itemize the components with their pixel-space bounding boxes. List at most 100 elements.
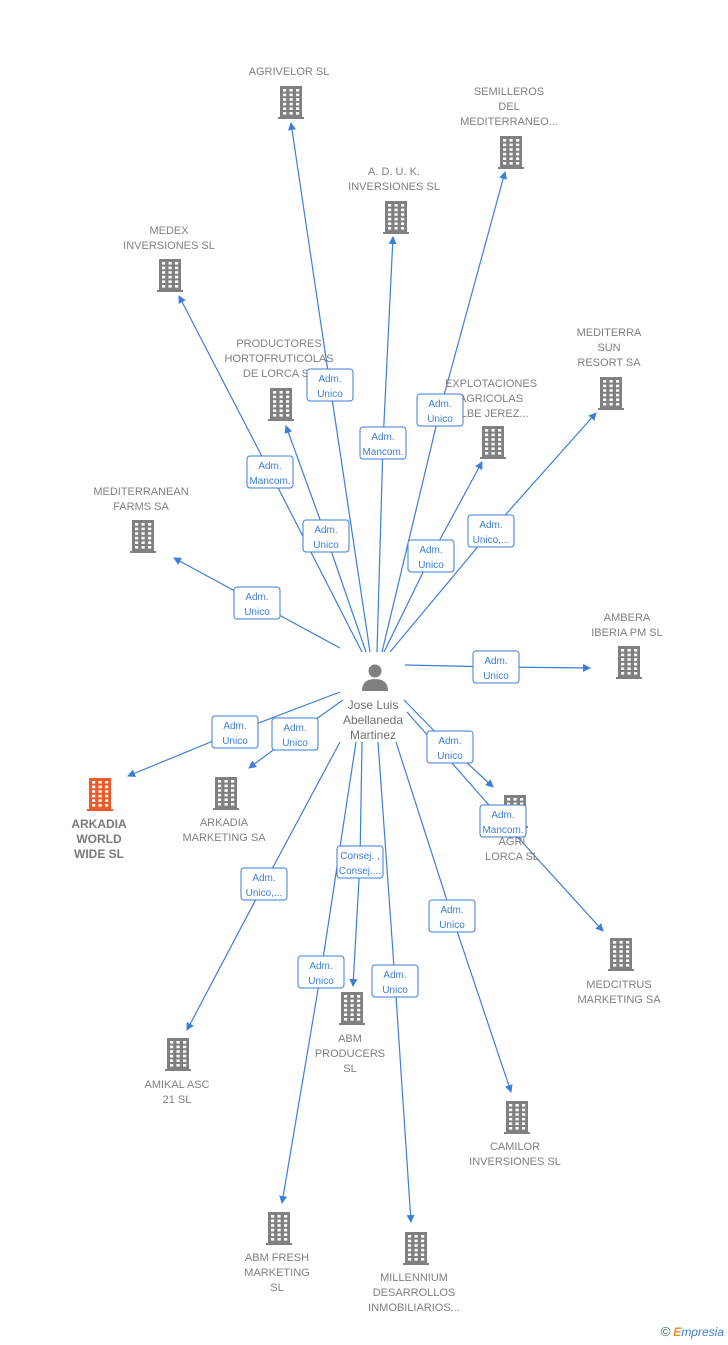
company-label-line: 21 SL — [163, 1094, 192, 1106]
role-label-line: Adm. — [309, 961, 332, 972]
company-label-line: ALBE JEREZ... — [453, 408, 528, 420]
building-icon — [383, 201, 409, 234]
company-label-line: INMOBILIARIOS... — [368, 1302, 460, 1314]
company-node-semilleros[interactable]: SEMILLEROSDELMEDITERRANEO... — [460, 86, 558, 169]
company-label-line: SL — [270, 1282, 283, 1294]
copyright-symbol: © — [660, 1324, 671, 1339]
role-label-productores[interactable]: Adm.Unico — [302, 519, 350, 553]
company-label-line: WORLD — [76, 832, 122, 846]
role-label-line: Mancom. — [249, 476, 290, 487]
role-label-line: Adm. — [479, 520, 502, 531]
role-label-aduk[interactable]: Adm. Mancom. — [359, 426, 407, 460]
building-icon — [480, 426, 506, 459]
role-label-arkadia_ww[interactable]: Adm. Unico — [211, 715, 259, 749]
role-label-medex[interactable]: Adm. Mancom. — [246, 455, 294, 489]
role-label-line: Unico,... — [473, 535, 510, 546]
company-label-line: SL — [343, 1063, 356, 1075]
building-icon — [339, 992, 365, 1025]
company-label-line: A. D. U. K. — [368, 166, 420, 178]
role-label-semilleros[interactable]: Adm.Unico — [416, 393, 464, 427]
role-label-line: Unico — [382, 985, 408, 996]
role-label-line: Unico — [483, 671, 509, 682]
company-node-abm_producers[interactable]: ABM PRODUCERS SL — [315, 992, 385, 1075]
role-label-agri_lorca[interactable]: Adm.Unico — [426, 730, 474, 764]
company-label-line: AGRI — [499, 836, 526, 848]
company-node-ambera[interactable]: AMBERA IBERIA PM SL — [591, 612, 663, 679]
company-label-line: MEDITERRA — [577, 327, 642, 339]
role-label-line: Adm. — [484, 656, 507, 667]
role-label-ambera[interactable]: Adm. Unico — [472, 650, 520, 684]
role-label-abm_fresh[interactable]: Adm.Unico — [297, 955, 345, 989]
company-label-line: CAMILOR — [490, 1141, 540, 1153]
role-label-mediterra[interactable]: Adm. Unico,... — [467, 514, 515, 548]
role-label-line: Unico — [244, 607, 270, 618]
role-label-line: Mancom. — [362, 447, 403, 458]
role-label-line: Unico,... — [246, 888, 283, 899]
company-node-abm_fresh[interactable]: ABM FRESH MARKETING SL — [244, 1212, 310, 1294]
company-node-agrivelor[interactable]: AGRIVELOR SL — [249, 66, 330, 119]
building-icon — [278, 86, 304, 119]
building-icon — [403, 1232, 429, 1265]
company-label-line: MEDEX — [149, 225, 189, 237]
company-label-line: AGRIVELOR SL — [249, 66, 330, 78]
company-label-line: PRODUCERS — [315, 1048, 385, 1060]
brand-logo-text: mpresia — [681, 1325, 724, 1339]
role-label-line: Unico — [222, 736, 248, 747]
role-label-line: Adm. — [314, 525, 337, 536]
company-label-line: MARKETING SA — [577, 994, 661, 1006]
company-label-line: INVERSIONES SL — [348, 181, 440, 193]
building-icon — [266, 1212, 292, 1245]
building-icon — [87, 778, 113, 811]
company-label-line: AMIKAL ASC — [144, 1079, 209, 1091]
role-label-line: Adm. — [258, 461, 281, 472]
company-label-line: DEL — [498, 101, 519, 113]
role-label-line: Unico — [317, 389, 343, 400]
role-label-line: Adm. — [283, 723, 306, 734]
role-label-line: Adm. — [383, 970, 406, 981]
role-label-line: Adm. — [371, 432, 394, 443]
company-label-line: INVERSIONES SL — [469, 1156, 561, 1168]
company-label-line: MARKETING — [244, 1267, 309, 1279]
role-label-line: Adm. — [428, 399, 451, 410]
role-label-amikal[interactable]: Adm.Unico,... — [240, 867, 288, 901]
role-label-camilor[interactable]: Adm.Unico — [428, 899, 476, 933]
company-label-line: AGRICOLAS — [459, 393, 523, 405]
person-name-line: Abellaneda — [343, 713, 403, 727]
company-node-amikal[interactable]: AMIKAL ASC 21 SL — [144, 1038, 210, 1106]
building-icon — [498, 136, 524, 169]
company-node-millennium[interactable]: MILLENNIUMDESARROLLOSINMOBILIARIOS... — [368, 1232, 460, 1314]
role-label-line: Adm. — [440, 905, 463, 916]
building-icon — [504, 1101, 530, 1134]
company-label-line: ARKADIA — [71, 817, 127, 831]
company-label-line: ABM — [338, 1033, 362, 1045]
role-label-medcitrus[interactable]: Adm.Mancom. — [479, 804, 527, 838]
role-label-arkadia_mk[interactable]: Adm. Unico — [271, 717, 319, 751]
company-node-camilor[interactable]: CAMILOR INVERSIONES SL — [469, 1101, 561, 1168]
role-label-explotaciones[interactable]: Adm.Unico — [407, 539, 455, 573]
company-label-line: IBERIA PM SL — [591, 627, 663, 639]
empresia-watermark[interactable]: ©Empresia — [661, 1324, 724, 1339]
role-label-millennium[interactable]: Adm. Unico — [371, 964, 419, 998]
company-label-line: ABM FRESH — [245, 1252, 309, 1264]
company-label-line: AMBERA — [604, 612, 651, 624]
role-label-agrivelor[interactable]: Adm.Unico — [306, 368, 354, 402]
role-label-line: Adm. — [223, 721, 246, 732]
role-label-line: Adm. — [438, 736, 461, 747]
role-label-line: Unico — [418, 560, 444, 571]
company-node-aduk[interactable]: A. D. U. K. INVERSIONES SL — [348, 166, 440, 234]
company-label-line: MARKETING SA — [182, 832, 266, 844]
role-label-abm_producers[interactable]: Consej. ,Consej.... — [336, 845, 384, 879]
role-label-mediterranean[interactable]: Adm.Unico — [233, 586, 281, 620]
building-icon — [213, 777, 239, 810]
building-icon — [616, 646, 642, 679]
role-label-line: Unico — [282, 738, 308, 749]
